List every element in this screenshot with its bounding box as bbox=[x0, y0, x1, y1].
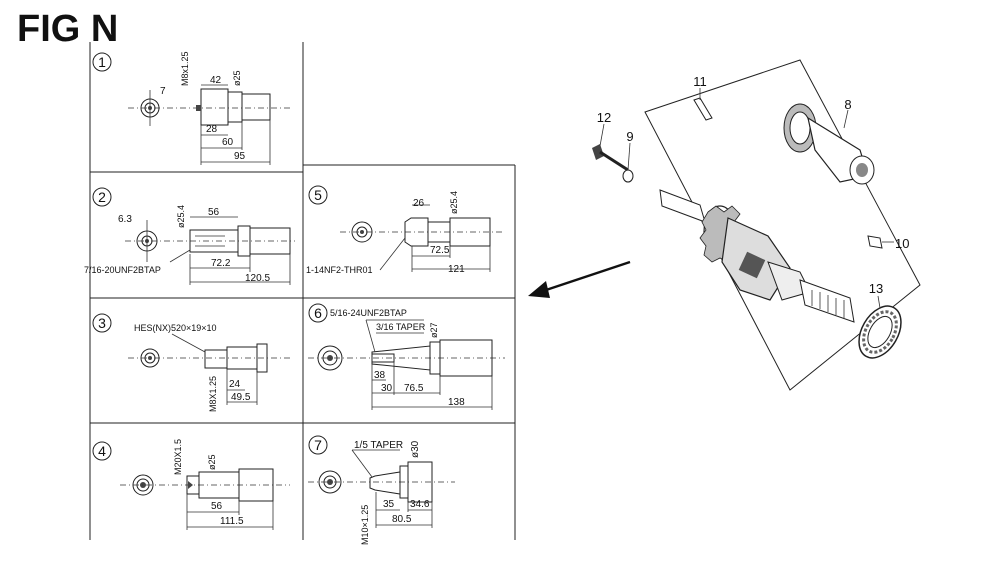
dim-label: 72.5 bbox=[430, 245, 450, 256]
panel-2: 2 6.3 ø25.4 56 7/16-20UNF2BTAP 72.2 120.… bbox=[84, 187, 295, 285]
dim-label: ø25 bbox=[232, 70, 242, 86]
callout-12: 12 bbox=[597, 110, 611, 125]
panel-4: 4 M20X1.5 ø25 56 111.5 bbox=[92, 439, 290, 530]
panel-number: 2 bbox=[98, 189, 106, 205]
dim-label: M20X1.5 bbox=[173, 439, 183, 475]
pin bbox=[867, 235, 883, 249]
shaft-6 bbox=[371, 339, 493, 377]
panel-6: 6 5/16-24UNF2BTAP 3/16 TAPER ø27 38 30 7… bbox=[308, 303, 505, 410]
panel-1: 1 7 42 M8x1.25 ø25 28 60 95 bbox=[92, 51, 290, 165]
dim-label: 5/16-24UNF2BTAP bbox=[330, 308, 407, 318]
washer bbox=[622, 169, 634, 183]
crankshaft bbox=[659, 189, 855, 323]
shaft-3 bbox=[204, 343, 268, 373]
dim-label: 38 bbox=[374, 370, 386, 381]
dim-label: 72.2 bbox=[211, 258, 231, 269]
shaft-2 bbox=[189, 225, 291, 257]
dim-label: 49.5 bbox=[231, 392, 251, 403]
dim-label: 121 bbox=[448, 264, 465, 275]
dim-label: HES(NX)520×19×10 bbox=[134, 323, 217, 333]
dim-label: 111.5 bbox=[220, 516, 244, 527]
callout-8: 8 bbox=[844, 97, 851, 112]
shaft-5 bbox=[404, 217, 491, 247]
dim-label: ø25.4 bbox=[449, 191, 459, 214]
grid-lines bbox=[89, 42, 516, 540]
dim-label: 3/16 TAPER bbox=[376, 322, 426, 332]
dim-label: 24 bbox=[229, 379, 241, 390]
dim-label: ø27 bbox=[429, 322, 439, 338]
dim-label: M8X1.25 bbox=[208, 376, 218, 412]
bearing bbox=[858, 305, 902, 359]
panel-number: 7 bbox=[314, 437, 322, 453]
dim-label: 28 bbox=[206, 124, 218, 135]
dim-label: ø30 bbox=[410, 440, 421, 458]
dim-label: 80.5 bbox=[392, 514, 412, 525]
dim-label: 34.6 bbox=[410, 499, 430, 510]
panel-3: 3 HES(NX)520×19×10 M8X1.25 24 49.5 bbox=[92, 313, 290, 412]
camshaft bbox=[783, 103, 875, 185]
shaft-1 bbox=[196, 88, 271, 126]
dim-label: 76.5 bbox=[404, 383, 424, 394]
pointer-arrow bbox=[528, 260, 631, 298]
panel-number: 5 bbox=[314, 187, 322, 203]
callout-10: 10 bbox=[895, 236, 909, 251]
panel-number-circle bbox=[92, 52, 112, 72]
dim-label: 1-14NF2-THR01 bbox=[306, 265, 373, 275]
panel-7: 7 1/5 TAPER ø30 M10×1.25 35 34.6 80.5 bbox=[308, 435, 455, 545]
dim-label: 26 bbox=[413, 198, 425, 209]
panel-number: 1 bbox=[98, 54, 106, 70]
dim-label: 60 bbox=[222, 137, 234, 148]
exploded-view: 11 8 12 9 10 13 bbox=[592, 59, 921, 391]
dim-label: ø25.4 bbox=[176, 205, 186, 228]
dim-label: 42 bbox=[210, 75, 222, 86]
dim-label: 30 bbox=[381, 383, 393, 394]
dim-label: 35 bbox=[383, 499, 395, 510]
panel-number: 4 bbox=[98, 443, 106, 459]
dim-label: 1/5 TAPER bbox=[354, 440, 403, 451]
dim-label: 95 bbox=[234, 151, 246, 162]
dim-label: 120.5 bbox=[245, 273, 270, 284]
dim-label: M10×1.25 bbox=[360, 505, 370, 545]
callout-13: 13 bbox=[869, 281, 883, 296]
dim-label: 7 bbox=[160, 86, 166, 97]
bolt bbox=[592, 144, 629, 172]
shaft-4 bbox=[186, 468, 274, 502]
panel-number: 3 bbox=[98, 315, 106, 331]
shaft-7 bbox=[369, 461, 433, 503]
callout-11: 11 bbox=[693, 74, 707, 89]
panel-number: 6 bbox=[314, 305, 322, 321]
dim-label: ø25 bbox=[207, 454, 217, 470]
dim-label: 56 bbox=[208, 207, 220, 218]
panel-5: 5 26 ø25.4 1-14NF2-THR01 72.5 121 bbox=[306, 185, 505, 275]
dim-label: 7/16-20UNF2BTAP bbox=[84, 265, 161, 275]
dim-label: M8x1.25 bbox=[180, 51, 190, 86]
callout-9: 9 bbox=[626, 129, 633, 144]
dim-label: 56 bbox=[211, 501, 223, 512]
dim-label: 138 bbox=[448, 397, 465, 408]
key bbox=[693, 97, 713, 121]
dim-label: 6.3 bbox=[118, 214, 132, 225]
figure-title: FIG N bbox=[17, 8, 119, 50]
